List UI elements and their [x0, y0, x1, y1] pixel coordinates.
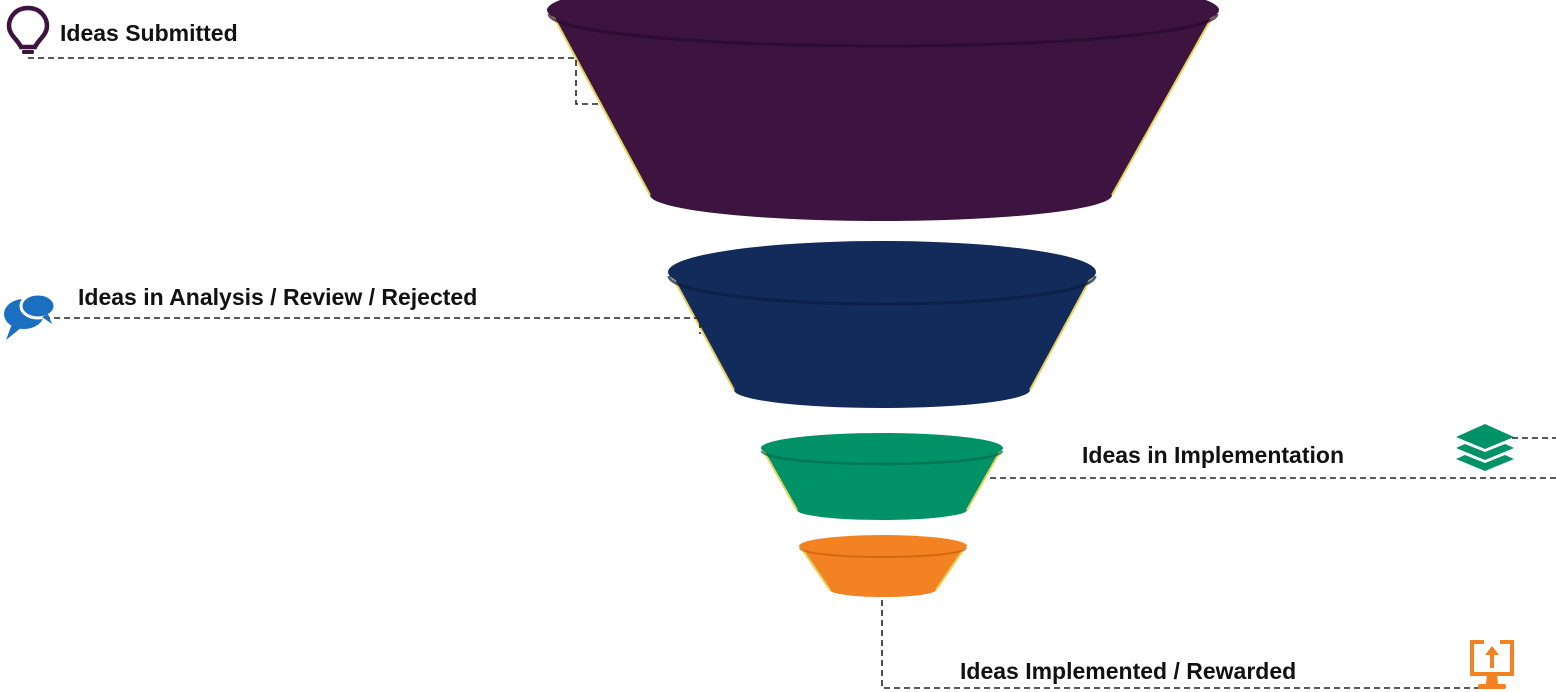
- funnel-stage-2-top: [668, 241, 1096, 303]
- funnel-stage-3-edge-left: [761, 447, 798, 511]
- funnel-stage-4: [799, 535, 967, 597]
- funnel-stage-4-body: [800, 546, 966, 597]
- lightbulb-icon: [6, 5, 50, 54]
- funnel-stage-4-rim: [799, 547, 967, 558]
- chat-bubbles-icon: [4, 292, 57, 340]
- stage-label-ideas-in-implementation: Ideas in Implementation: [1082, 442, 1344, 468]
- funnel-stage-1-body: [550, 10, 1216, 221]
- funnel-stage-2: [667, 241, 1097, 408]
- stage-label-ideas-in-analysis: Ideas in Analysis / Review / Rejected: [78, 284, 478, 310]
- funnel-stage-3-rim: [760, 450, 1004, 466]
- funnel-stage-3: [760, 433, 1004, 520]
- connector-stage-2: [44, 317, 701, 334]
- funnel-stage-4-top: [799, 535, 967, 557]
- funnel-stage-1-edge-left: [549, 9, 651, 196]
- connector-stage-1: [28, 57, 600, 105]
- funnel-stage-1-top: [547, 0, 1219, 46]
- stage-label-ideas-submitted: Ideas Submitted: [60, 20, 238, 46]
- layers-icon: [1456, 424, 1514, 471]
- connector-stage-4: [881, 600, 1494, 689]
- funnel-stage-3-edge-right: [966, 447, 1003, 511]
- funnel-stage-2-body: [670, 272, 1094, 408]
- funnel-stage-2-rim: [667, 275, 1097, 306]
- monitor-upload-icon: [1470, 640, 1514, 689]
- stage-label-ideas-implemented: Ideas Implemented / Rewarded: [960, 658, 1297, 684]
- funnel-stage-3-top: [761, 433, 1003, 463]
- funnel-stage-2-edge-left: [669, 271, 735, 391]
- funnel-stage-4-edge-right: [935, 545, 967, 591]
- funnel-stage-4-edge-left: [799, 545, 831, 591]
- connectors: [28, 57, 1556, 689]
- funnel-stage-2-edge-right: [1029, 271, 1095, 391]
- funnel-stage-1-rim: [547, 13, 1219, 48]
- funnel-stage-1-edge-right: [1111, 9, 1217, 196]
- funnel-stage-1: [547, 0, 1219, 221]
- funnel-stage-3-body: [762, 448, 1002, 520]
